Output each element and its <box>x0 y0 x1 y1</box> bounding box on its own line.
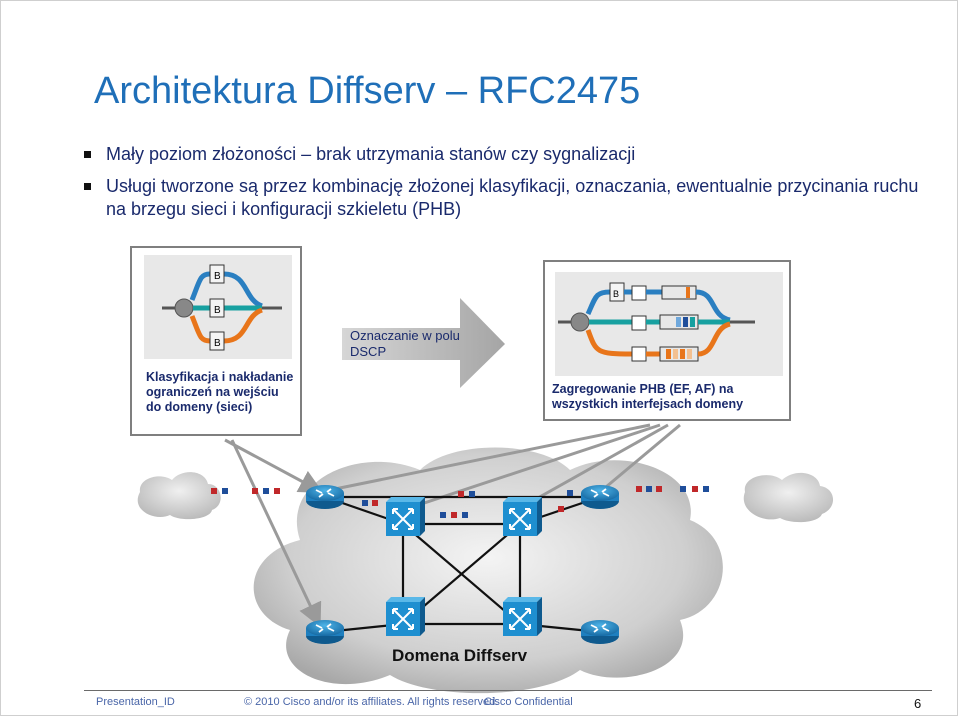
core-switch-icon <box>386 597 425 636</box>
edge-router-icon <box>581 620 619 644</box>
bullet-item: Usługi tworzone są przez kombinację złoż… <box>82 175 922 221</box>
edge-router-icon <box>581 485 619 509</box>
phb-caption: Zagregowanie PHB (EF, AF) na wszystkich … <box>552 382 744 411</box>
token-bucket-label: B <box>613 289 620 299</box>
token-bucket-label: B <box>214 338 221 349</box>
footer-divider <box>84 690 932 691</box>
core-switch-icon <box>503 497 542 536</box>
token-bucket-label: B <box>214 305 221 316</box>
page-number: 6 <box>914 696 922 711</box>
scheduler-diagram <box>555 272 783 376</box>
dscp-arrow <box>342 298 505 388</box>
pointer-lines <box>224 423 681 628</box>
dscp-marking-label: Oznaczanie w polu DSCP <box>350 328 460 359</box>
ingress-caption: Klasyfikacja i nakładanie ograniczeń na … <box>146 370 294 414</box>
bullet-item: Mały poziom złożoności – brak utrzymania… <box>82 143 922 166</box>
bullet-list: Mały poziom złożoności – brak utrzymania… <box>82 143 922 230</box>
diffserv-domain-label: Domena Diffserv <box>392 646 528 665</box>
edge-router-icon <box>306 485 344 509</box>
edge-router-icon <box>306 620 344 644</box>
right-cloud <box>743 472 834 523</box>
token-bucket-label: B <box>214 271 221 282</box>
core-switch-icon <box>503 597 542 636</box>
footer-presentation-id: Presentation_ID <box>96 696 175 708</box>
core-switch-icon <box>386 497 425 536</box>
left-cloud <box>137 472 221 520</box>
packets <box>211 486 709 518</box>
slide-title: Architektura Diffserv – RFC2475 <box>94 70 641 112</box>
footer-copyright: © 2010 Cisco and/or its affiliates. All … <box>244 696 499 708</box>
footer-confidential: Cisco Confidential <box>484 696 573 708</box>
